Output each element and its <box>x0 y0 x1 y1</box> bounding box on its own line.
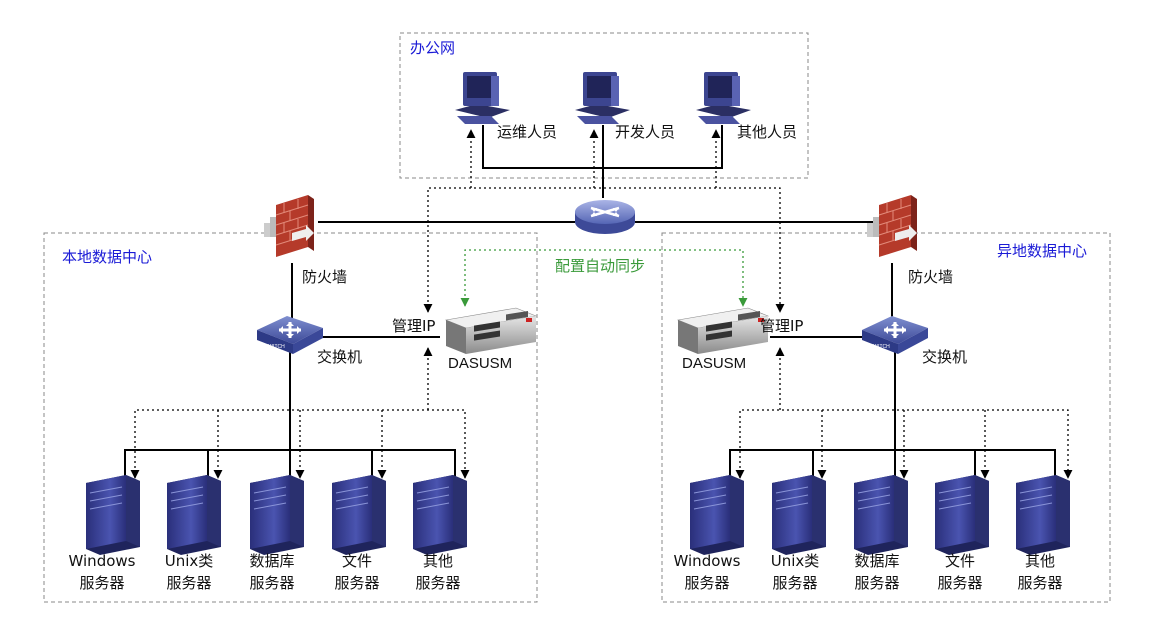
server-label-line1: Unix类 <box>771 552 820 570</box>
server-label-line2: 服务器 <box>249 574 294 592</box>
server-icon <box>689 474 745 556</box>
server-icon <box>853 474 909 556</box>
server-label-line2: 服务器 <box>937 574 982 592</box>
switch-icon <box>255 314 325 356</box>
config-sync-label: 配置自动同步 <box>555 257 645 275</box>
server-label-line1: Windows <box>674 552 741 570</box>
dasusm-appliance-icon <box>445 307 537 355</box>
local-solid-links <box>124 263 456 480</box>
server-label-line1: 数据库 <box>854 552 899 570</box>
server-label-line2: 服务器 <box>1017 574 1062 592</box>
mgmt-dotted-links <box>130 129 1073 479</box>
remote-solid-links <box>729 263 1056 480</box>
remote-appliance-label: DASUSM <box>682 355 746 372</box>
remote-dc-zone-label: 异地数据中心 <box>997 242 1087 260</box>
local-firewall-label: 防火墙 <box>302 268 347 286</box>
firewall-icon <box>263 194 315 258</box>
office-user-label: 运维人员 <box>497 123 557 141</box>
office-links <box>482 125 723 198</box>
local-appliance-label: DASUSM <box>448 355 512 372</box>
local-switch-label: 交换机 <box>317 348 362 366</box>
remote-firewall-label: 防火墙 <box>908 268 953 286</box>
local-mgmt-ip-label: 管理IP <box>392 317 435 335</box>
office-user-label: 其他人员 <box>737 123 797 141</box>
server-label-line1: 其他 <box>423 552 453 570</box>
server-label-line1: 文件 <box>945 552 975 570</box>
server-label-line1: Unix类 <box>165 552 214 570</box>
config-sync-line <box>460 249 748 307</box>
server-label-line2: 服务器 <box>854 574 899 592</box>
office-zone-label: 办公网 <box>410 39 455 57</box>
server-icon <box>771 474 827 556</box>
server-icon <box>249 474 305 556</box>
server-label-line2: 服务器 <box>334 574 379 592</box>
firewall-icon <box>866 194 918 258</box>
server-label-line1: Windows <box>69 552 136 570</box>
router-icon <box>573 198 637 236</box>
remote-switch-label: 交换机 <box>922 348 967 366</box>
local-dc-zone-label: 本地数据中心 <box>62 248 152 266</box>
server-icon <box>412 474 468 556</box>
server-label-line1: 数据库 <box>249 552 294 570</box>
office-user-label: 开发人员 <box>615 123 675 141</box>
server-label-line2: 服务器 <box>415 574 460 592</box>
server-icon <box>1015 474 1071 556</box>
pc-icon <box>575 72 630 124</box>
server-label-line2: 服务器 <box>772 574 817 592</box>
pc-icon <box>455 72 510 124</box>
server-icon <box>934 474 990 556</box>
server-icon <box>166 474 222 556</box>
remote-mgmt-ip-label: 管理IP <box>760 317 803 335</box>
dasusm-appliance-icon <box>677 307 769 355</box>
server-label-line1: 文件 <box>342 552 372 570</box>
server-label-line2: 服务器 <box>684 574 729 592</box>
server-icon <box>331 474 387 556</box>
server-label-line2: 服务器 <box>79 574 124 592</box>
server-icon <box>85 474 141 556</box>
server-label-line2: 服务器 <box>166 574 211 592</box>
pc-icon <box>696 72 751 124</box>
server-label-line1: 其他 <box>1025 552 1055 570</box>
switch-icon <box>860 314 930 356</box>
